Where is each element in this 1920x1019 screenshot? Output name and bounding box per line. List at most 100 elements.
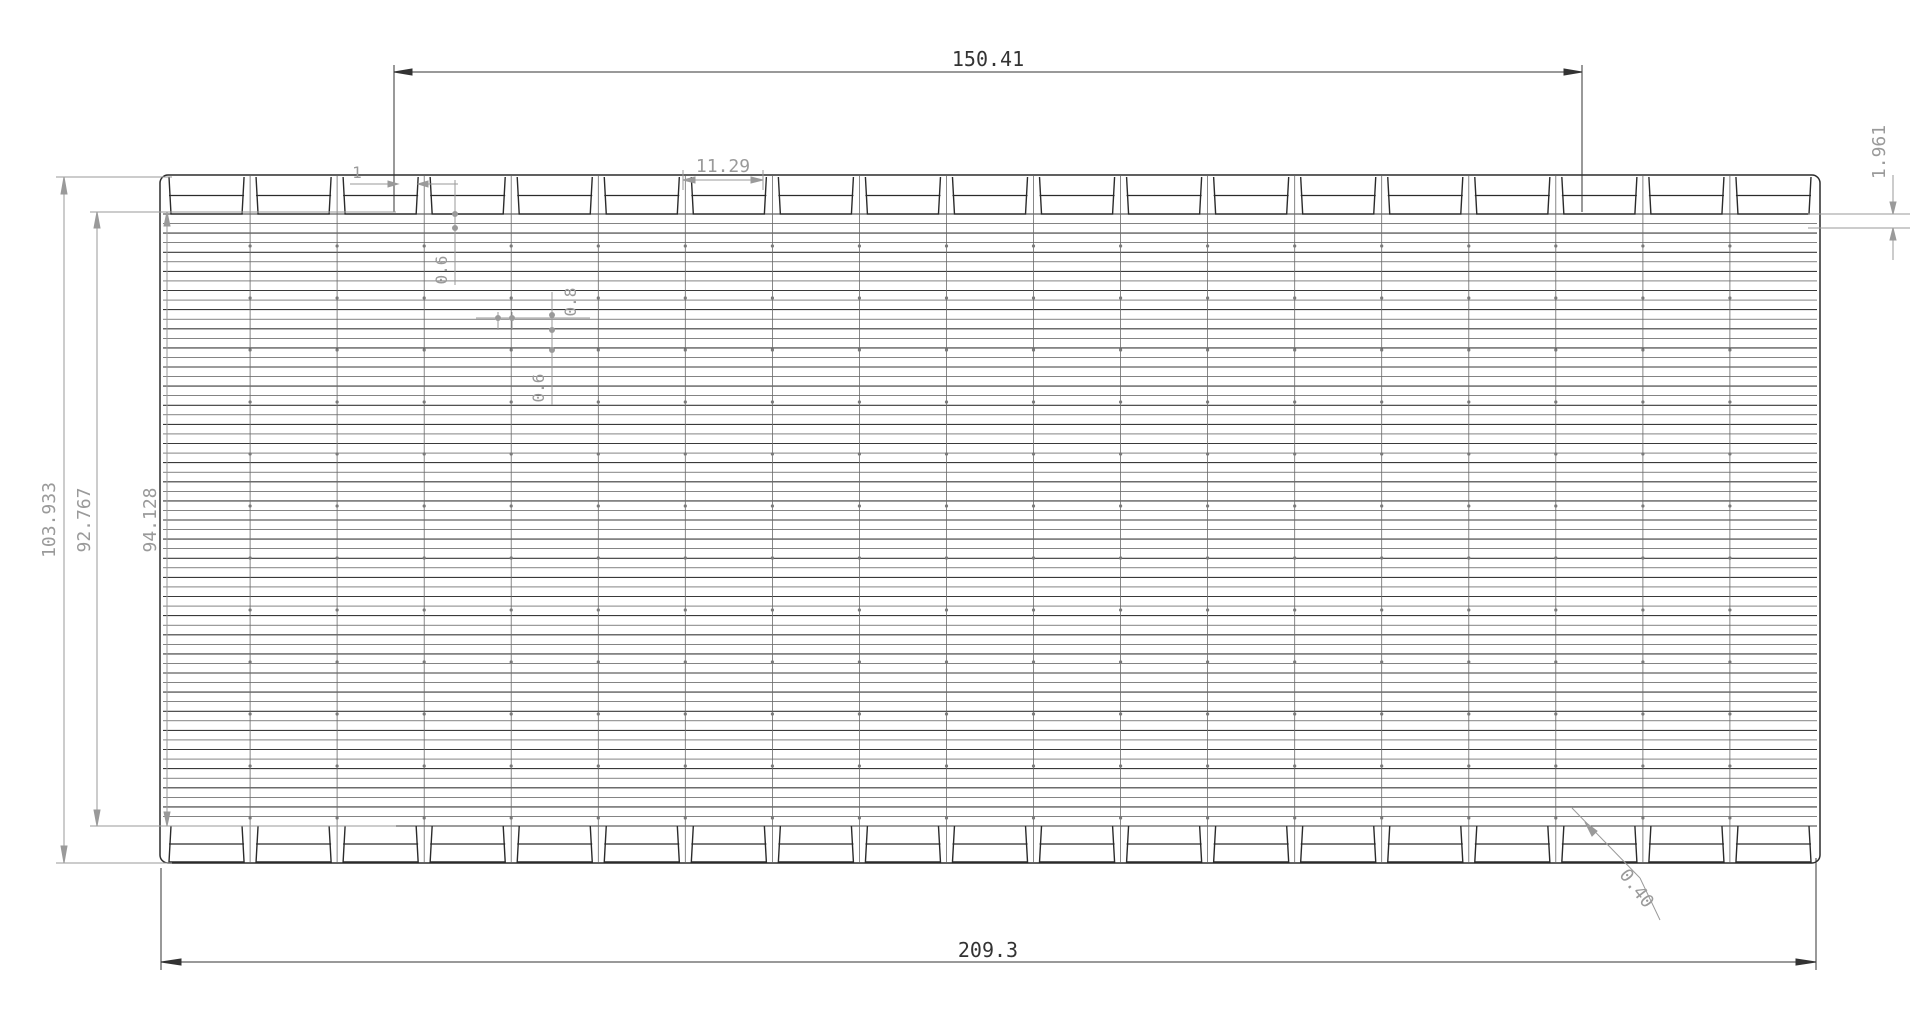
busbar-dot <box>596 348 600 352</box>
busbar-dot <box>1554 816 1558 820</box>
busbar-dot <box>248 608 252 612</box>
busbar-dot <box>422 452 426 456</box>
busbar-dot <box>1293 504 1297 508</box>
busbar-dot <box>1641 816 1645 820</box>
dim-cell-width <box>682 170 764 190</box>
busbar-dot <box>1293 608 1297 612</box>
busbar-dot <box>335 452 339 456</box>
busbar-dot <box>1206 816 1210 820</box>
busbar-dot <box>1293 556 1297 560</box>
busbar-dot <box>857 504 862 508</box>
dim-total-height <box>56 176 172 864</box>
busbar-dot <box>1467 608 1471 612</box>
busbar-dot <box>1380 244 1384 248</box>
busbar-dot <box>857 400 862 404</box>
busbar-dot <box>596 296 600 300</box>
busbar-dot <box>1380 712 1384 716</box>
busbar-dot <box>857 348 862 352</box>
busbar-dot <box>596 660 600 664</box>
busbar-dot <box>1641 660 1645 664</box>
busbar-dot <box>248 504 252 508</box>
dim-corner-step <box>1808 175 1910 260</box>
busbar-dot <box>1206 348 1210 352</box>
busbar-dot <box>335 244 339 248</box>
busbar-dot <box>1119 452 1123 456</box>
busbar-dot <box>1119 764 1123 768</box>
busbar-dot <box>1031 244 1036 248</box>
busbar-dot <box>683 348 687 352</box>
busbar-dot <box>1380 764 1384 768</box>
dim-fillet <box>1571 807 1661 921</box>
busbar-dot <box>1728 608 1732 612</box>
busbar-dot <box>1206 296 1210 300</box>
busbar-dot <box>1554 400 1558 404</box>
busbar-dot <box>1554 556 1558 560</box>
busbar-dot <box>1728 660 1732 664</box>
busbar-dot <box>1119 296 1123 300</box>
busbar-dot <box>1641 244 1645 248</box>
busbar-dot <box>1293 764 1297 768</box>
busbar-dot <box>1031 452 1036 456</box>
busbar-dot <box>1728 348 1732 352</box>
busbar-dot <box>1728 764 1732 768</box>
busbar-dot <box>335 764 339 768</box>
busbar-dot <box>683 400 687 404</box>
dim-total-width <box>160 858 1817 970</box>
busbar-dot <box>1641 764 1645 768</box>
busbar-dot <box>248 400 252 404</box>
busbar-dot <box>1728 452 1732 456</box>
dim-total-height-label: 103.933 <box>39 482 60 558</box>
busbar-dot <box>1293 452 1297 456</box>
busbar-dot <box>509 556 513 560</box>
dim-fillet-label: 0.40 <box>1615 865 1658 912</box>
dim-gap-vertical <box>452 180 458 285</box>
busbar-dot <box>1031 660 1036 664</box>
busbar-dot <box>770 452 775 456</box>
busbar-dot <box>596 608 600 612</box>
busbar-dot <box>1293 660 1297 664</box>
busbar-dot <box>1728 712 1732 716</box>
busbar-dot <box>596 556 600 560</box>
busbar-dot <box>1206 712 1210 716</box>
busbar-dot <box>944 660 949 664</box>
busbar-dot <box>770 764 775 768</box>
busbar-dot <box>1467 712 1471 716</box>
busbar-dot <box>1031 400 1036 404</box>
busbar-dot <box>1554 660 1558 664</box>
busbar-dot <box>1554 296 1558 300</box>
busbar-dot <box>1380 556 1384 560</box>
busbar-dot <box>422 296 426 300</box>
busbar-dot <box>770 296 775 300</box>
busbar-dot <box>944 348 949 352</box>
busbar-dot <box>248 660 252 664</box>
busbar-dot <box>944 764 949 768</box>
busbar-dot <box>596 400 600 404</box>
busbar-dot <box>1293 348 1297 352</box>
busbar-dot <box>1728 556 1732 560</box>
busbar-dot <box>1119 348 1123 352</box>
busbar-dot <box>1119 608 1123 612</box>
busbar-dot <box>944 712 949 716</box>
column-separators <box>248 176 1732 862</box>
busbar-dot <box>1554 244 1558 248</box>
busbar-dot <box>1380 660 1384 664</box>
busbar-dot <box>770 244 775 248</box>
busbar-dot <box>248 556 252 560</box>
busbar-dot <box>1380 452 1384 456</box>
dim-corner-step-label: 1.961 <box>1869 125 1890 179</box>
busbar-dot <box>509 348 513 352</box>
busbar-dot <box>770 348 775 352</box>
busbar-dot <box>944 400 949 404</box>
busbar-dot <box>857 816 862 820</box>
busbar-dot <box>1119 712 1123 716</box>
busbar-dot <box>1031 348 1036 352</box>
busbar-dot <box>1206 764 1210 768</box>
dim-cell-height-label: 94.128 <box>140 487 161 552</box>
busbar-dot <box>509 244 513 248</box>
busbar-dot <box>683 712 687 716</box>
dim-inner-height <box>90 211 396 827</box>
busbar-dot <box>770 504 775 508</box>
busbar-dot <box>1380 400 1384 404</box>
busbar-dot <box>1380 348 1384 352</box>
busbar-dot <box>683 608 687 612</box>
